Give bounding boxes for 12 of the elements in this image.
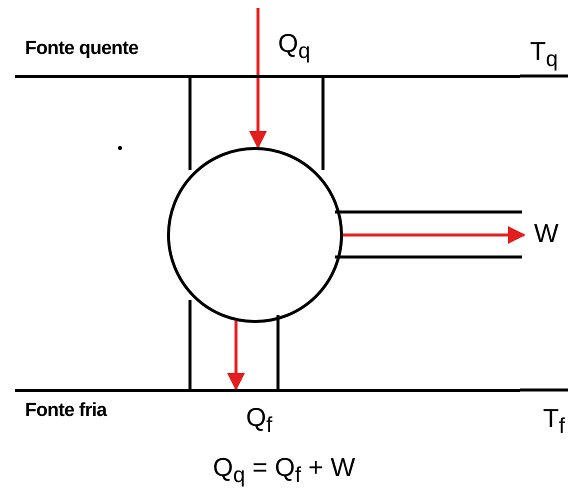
arrow <box>227 320 245 391</box>
temperature-label: T$_{q}$ <box>530 36 558 72</box>
reservoir-label: Fonte fria <box>25 400 107 422</box>
edge-label: Q$_{q}$ <box>278 28 310 64</box>
temperature-label: T$_{f}$ <box>543 403 565 440</box>
equation: Q$_{q}$ = Q$_{f}$ + W <box>212 452 356 488</box>
edge-label: Q$_{f}$ <box>246 402 272 438</box>
engine-circle <box>167 147 343 323</box>
edge-label: W <box>534 218 559 249</box>
arrow <box>249 8 267 149</box>
arrow <box>343 226 526 244</box>
reservoir-label: Fonte quente <box>25 38 138 60</box>
